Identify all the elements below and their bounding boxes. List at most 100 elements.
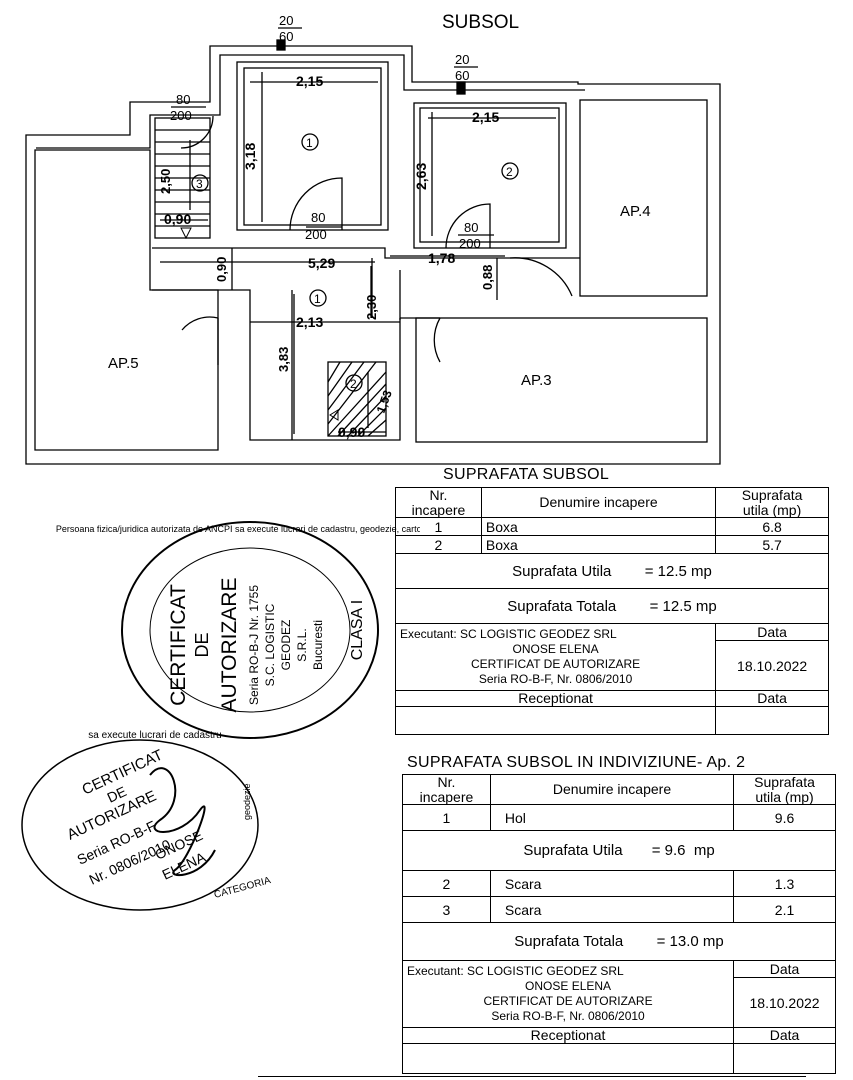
label-hol: 1 xyxy=(314,292,321,306)
ap3-outline xyxy=(415,317,708,443)
t2-th-nr: Nr.incapere xyxy=(402,773,491,806)
t1-data-blank xyxy=(715,706,829,736)
t2-row3-sup: 2.1 xyxy=(733,896,836,924)
svg-text:AUTORIZARE: AUTORIZARE xyxy=(218,578,241,713)
svg-text:Bucuresti: Bucuresti xyxy=(311,620,325,670)
stamps: Persoana fizica/juridica autorizata de A… xyxy=(21,521,420,911)
label-room-1: 1 xyxy=(306,136,313,150)
dim-hall-h: 0,90 xyxy=(214,257,229,282)
svg-text:CLASA I: CLASA I xyxy=(349,600,366,660)
svg-text:S.C. LOGISTIC: S.C. LOGISTIC xyxy=(263,603,277,686)
dim-lower-h: 3,83 xyxy=(276,347,291,372)
svg-text:sa execute lucrari de cadastru: sa execute lucrari de cadastru xyxy=(88,730,221,741)
svg-text:CERTIFICAT: CERTIFICAT xyxy=(167,584,190,706)
t2-recep-blank xyxy=(401,1043,735,1075)
dim-hall-2: 0,88 xyxy=(480,265,495,290)
t2-row1-nr: 1 xyxy=(402,804,491,832)
svg-text:S.R.L.: S.R.L. xyxy=(295,628,309,661)
dim-lower-w: 2,13 xyxy=(296,314,323,330)
svg-text:DE: DE xyxy=(192,632,212,657)
label-room-3: 3 xyxy=(196,177,203,191)
t1-row2-nr: 2 xyxy=(395,535,482,555)
t1-row2-sup: 5.7 xyxy=(715,535,829,555)
dim-stair-h: 2,50 xyxy=(158,169,173,194)
t2-executant: Executant: SC LOGISTIC GEODEZ SRL ONOSE … xyxy=(401,960,735,1029)
dim-lower-v: 2,30 xyxy=(364,295,379,320)
stamp-company: Persoana fizica/juridica autorizata de A… xyxy=(56,521,420,739)
svg-text:GEODEZ: GEODEZ xyxy=(279,620,293,671)
label-room-2: 2 xyxy=(506,165,513,179)
dim-stair-w: 0,90 xyxy=(164,211,191,227)
room-1-outline xyxy=(236,61,389,231)
signature xyxy=(149,767,216,877)
t1-row1-sup: 6.8 xyxy=(715,517,829,537)
table1-title: SUPRAFATA SUBSOL xyxy=(443,466,610,483)
label-ap4: AP.4 xyxy=(620,203,651,220)
t2-th-den: Denumire incapere xyxy=(489,773,735,806)
t1-totala: Suprafata Totala = 12.5 mp xyxy=(395,588,829,625)
svg-text:Seria RO-B-J Nr. 1755: Seria RO-B-J Nr. 1755 xyxy=(247,585,261,705)
dim-r2-w: 2,15 xyxy=(472,109,499,125)
door-stair-den: 200 xyxy=(170,108,192,123)
dim-hall-w: 5,29 xyxy=(308,255,335,271)
t1-row1-den: Boxa xyxy=(480,517,717,537)
dim-r1-w: 2,15 xyxy=(296,73,323,89)
svg-text:DE: DE xyxy=(105,783,129,806)
t1-recep-blank xyxy=(394,706,717,736)
t2-row2-nr: 2 xyxy=(402,870,491,898)
t1-utila: Suprafata Utila = 12.5 mp xyxy=(395,553,829,590)
ap4-outline xyxy=(579,99,708,297)
t2-utila: Suprafata Utila = 9.6 mp xyxy=(402,830,836,872)
label-ap3: AP.3 xyxy=(521,372,552,389)
t1-data-header: Data xyxy=(715,623,829,642)
t2-row2-sup: 1.3 xyxy=(733,870,836,898)
hall-outline xyxy=(152,247,580,441)
inner-wall xyxy=(36,54,585,149)
t1-receptionat: Receptionat xyxy=(394,690,717,708)
t2-row1-sup: 9.6 xyxy=(733,804,836,832)
t2-row3-nr: 3 xyxy=(402,896,491,924)
door-stair-num: 80 xyxy=(176,92,190,107)
label-ap5: AP.5 xyxy=(108,355,139,372)
t2-receptionat: Receptionat xyxy=(401,1027,735,1045)
svg-text:Persoana fizica/juridica autor: Persoana fizica/juridica autorizata de A… xyxy=(56,524,420,534)
t2-row3-den: Scara xyxy=(489,896,735,924)
th-den: Denumire incapere xyxy=(480,486,717,519)
bottom-rule xyxy=(258,1076,806,1077)
t1-executant: Executant: SC LOGISTIC GEODEZ SRL ONOSE … xyxy=(394,623,717,692)
t1-row1-nr: 1 xyxy=(395,517,482,537)
door-top-right-num: 20 xyxy=(455,52,469,67)
t2-row2-den: Scara xyxy=(489,870,735,898)
t2-data-blank xyxy=(733,1043,836,1075)
t2-data-header2: Data xyxy=(733,1027,836,1045)
table2-title: SUPRAFATA SUBSOL IN INDIVIZIUNE- Ap. 2 xyxy=(407,754,746,771)
dim-hall-1: 1,78 xyxy=(428,250,455,266)
t2-data-value: 18.10.2022 xyxy=(733,977,836,1029)
plan-title: SUBSOL xyxy=(442,12,519,33)
label-stair-2: 2 xyxy=(350,377,357,391)
t1-data-header2: Data xyxy=(715,690,829,708)
th-nr: Nr.incapere xyxy=(395,486,482,519)
svg-text:geodezie: geodezie xyxy=(242,783,252,820)
outer-wall xyxy=(25,45,721,465)
door-room1-num: 80 xyxy=(311,210,325,225)
t1-data-value: 18.10.2022 xyxy=(715,640,829,692)
door-room2-den: 200 xyxy=(459,236,481,251)
stamp-person: sa execute lucrari de cadastru CERTIFICA… xyxy=(21,730,272,911)
door-room2-num: 80 xyxy=(464,220,478,235)
svg-text:CATEGORIA: CATEGORIA xyxy=(213,875,272,901)
door-top-left-den: 60 xyxy=(279,29,293,44)
dim-stair2-h: 1,53 xyxy=(374,388,395,415)
dim-r1-h: 3,18 xyxy=(242,143,258,170)
dim-r2-h: 2,63 xyxy=(413,163,429,190)
t2-totala: Suprafata Totala = 13.0 mp xyxy=(402,922,836,962)
stair-2 xyxy=(327,361,387,437)
door-top-left-num: 20 xyxy=(279,13,293,28)
t2-data-header: Data xyxy=(733,960,836,979)
dim-stair2-w: 0,90 xyxy=(338,424,365,440)
t2-row1-den: Hol xyxy=(489,804,735,832)
